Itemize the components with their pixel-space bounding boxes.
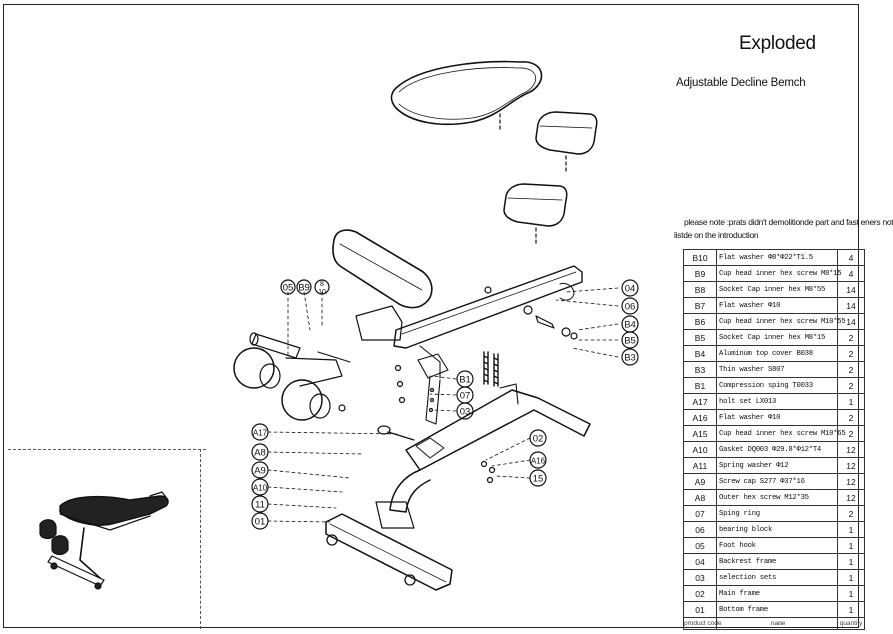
svg-text:02: 02 (533, 434, 544, 445)
small-cushion-lower (503, 183, 568, 245)
callout-15: 15 (529, 469, 547, 487)
thumbnail-divider-vertical (200, 449, 201, 629)
callout-04: 04 (621, 279, 639, 297)
callout-A10: A10 (251, 478, 269, 496)
seat-pad (390, 60, 543, 131)
svg-text:A8: A8 (254, 448, 266, 459)
callout-07: 07 (456, 386, 474, 404)
exploded-diagram: 05 B9 810 04 06 B4 B5 B3 B1 07 03 A17 A8… (39, 60, 639, 591)
note-line-2: listde on the introduction (674, 230, 759, 240)
callout-02: 02 (529, 429, 547, 447)
callout-A17: A17 (251, 423, 269, 441)
callout-B3: B3 (621, 348, 639, 366)
svg-text:B9: B9 (298, 283, 310, 294)
pin-and-bolts (535, 315, 578, 340)
svg-text:A17: A17 (253, 429, 268, 438)
svg-text:8: 8 (320, 281, 324, 288)
callout-01: 01 (251, 512, 269, 530)
thumbnail-divider (8, 449, 206, 450)
svg-text:03: 03 (460, 407, 471, 418)
callout-11: 11 (251, 495, 269, 513)
callout-05: 05 (280, 279, 296, 295)
callout-06: 06 (621, 297, 639, 315)
small-cushion-upper (535, 111, 598, 173)
bom-qty: 1 (837, 521, 865, 538)
callout-B1: B1 (456, 370, 474, 388)
page-subtitle: Adjustable Decline Bemch (676, 77, 806, 89)
foot-hook-assembly (233, 332, 351, 421)
bom-qty: 12 (837, 457, 865, 474)
svg-text:05: 05 (283, 283, 294, 294)
callout-A8: A8 (251, 443, 269, 461)
svg-text:15: 15 (533, 474, 544, 485)
svg-text:B3: B3 (624, 353, 636, 364)
assembly-note: please note :prats didn't demolitionde p… (674, 216, 893, 242)
bom-qty: 1 (837, 585, 865, 602)
assembled-bench-thumbnail (39, 491, 169, 590)
svg-text:B4: B4 (624, 320, 636, 331)
callout-B4: B4 (621, 315, 639, 333)
callout-A9: A9 (251, 461, 269, 479)
selection-plate (417, 353, 449, 425)
note-line-1: please note :prats didn't demolitionde p… (684, 217, 893, 227)
hardware-markers (377, 364, 496, 484)
bom-qty: 2 (837, 345, 865, 362)
callout-8-10: 810 (314, 279, 330, 296)
compression-springs (483, 351, 499, 387)
svg-text:07: 07 (460, 391, 471, 402)
callout-B9: B9 (296, 279, 312, 295)
callout-03: 03 (456, 402, 474, 420)
bom-qty: 1 (837, 553, 865, 570)
bom-header-qty: quantity (837, 617, 865, 630)
svg-text:A10: A10 (253, 484, 268, 493)
svg-text:10: 10 (318, 289, 326, 296)
svg-text:A16: A16 (531, 457, 546, 466)
callout-B5: B5 (621, 331, 639, 349)
svg-text:04: 04 (625, 284, 636, 295)
svg-text:A9: A9 (254, 466, 266, 477)
bom-header-code: product code (683, 617, 722, 630)
main-frame (375, 383, 591, 529)
svg-text:06: 06 (625, 302, 636, 313)
callout-A16: A16 (529, 451, 547, 469)
backrest-pad (332, 229, 433, 309)
callouts: 05 B9 810 04 06 B4 B5 B3 B1 07 03 A17 A8… (251, 279, 639, 530)
page-title: Exploded (739, 33, 816, 54)
svg-text:B1: B1 (459, 375, 471, 386)
backrest-frame (355, 265, 583, 379)
bottom-frame (325, 513, 453, 591)
leader-lines (267, 287, 619, 523)
svg-text:11: 11 (255, 500, 265, 511)
svg-text:B5: B5 (624, 336, 636, 347)
svg-text:01: 01 (255, 517, 266, 528)
